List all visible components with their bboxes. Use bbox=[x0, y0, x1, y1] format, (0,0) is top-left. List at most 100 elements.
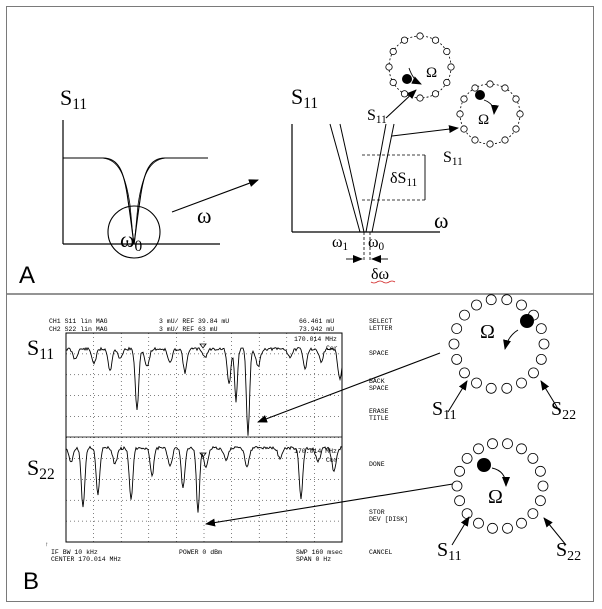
right-plot: S11 ω δS11 ω1 ω0 δω S11 S11 bbox=[291, 84, 463, 284]
ring-bead bbox=[512, 125, 520, 133]
arrow-to-resonator-1 bbox=[385, 89, 417, 119]
ring-bead bbox=[461, 508, 473, 519]
ring-bead bbox=[443, 47, 451, 56]
reference-arrow: ↑ bbox=[45, 541, 49, 548]
ring-bead bbox=[485, 382, 497, 394]
ring-bead bbox=[451, 353, 463, 365]
ring-bead bbox=[487, 522, 498, 534]
ring-bead bbox=[501, 382, 513, 394]
ring-bead bbox=[473, 517, 484, 529]
ring-bead bbox=[527, 452, 539, 464]
ring-bead bbox=[431, 90, 440, 98]
ring-bead bbox=[454, 495, 466, 507]
branch-right-inner bbox=[365, 123, 387, 233]
resonator-a2: Ω bbox=[456, 80, 524, 148]
ring-bead bbox=[451, 480, 463, 492]
ring-bead bbox=[416, 32, 424, 40]
ring-bead bbox=[416, 94, 424, 102]
softkey-label[interactable]: DONE bbox=[369, 461, 385, 468]
left-plot: S11 ω ω0 bbox=[60, 85, 259, 259]
left-x-axis-label: ω bbox=[197, 203, 211, 228]
ring-bead bbox=[389, 47, 397, 56]
network-analyzer-screen: CH1 S11 lin MAG 3 mU/ REF 39.84 mU 66.46… bbox=[45, 318, 408, 563]
right-x-axis-label: ω bbox=[434, 208, 448, 233]
ring-bead bbox=[459, 367, 470, 379]
ring-bead bbox=[385, 63, 393, 71]
softkey-label[interactable]: CANCEL bbox=[369, 549, 393, 556]
ring-bead bbox=[459, 309, 470, 321]
ring-bead bbox=[535, 495, 546, 507]
ring-bead bbox=[516, 443, 527, 455]
panel-b: B S11 S22 CH1 S11 lin MAG 3 mU/ REF 39.8… bbox=[23, 294, 581, 595]
ring-bead bbox=[451, 323, 463, 335]
ring-bead bbox=[527, 508, 539, 519]
ring-bead bbox=[502, 522, 513, 534]
ring-bead bbox=[443, 78, 451, 87]
resonator-a2-omega: Ω bbox=[478, 112, 489, 128]
resonator-b1-beads bbox=[448, 294, 550, 394]
footer-ifbw: IF BW 10 kHz bbox=[51, 549, 98, 556]
ring-bead bbox=[454, 465, 466, 477]
ring-bead bbox=[502, 438, 513, 450]
resonator-a2-rotation-arrow bbox=[483, 99, 499, 115]
panel-b-label: B bbox=[23, 568, 39, 595]
ring-bead bbox=[485, 294, 497, 306]
ring-bead bbox=[538, 338, 550, 350]
right-y-axis-label: S11 bbox=[291, 84, 318, 112]
resonator-b1-port-right-label: S22 bbox=[551, 398, 576, 423]
ring-bead bbox=[501, 294, 513, 306]
trace-label-s11: S11 bbox=[27, 335, 54, 363]
resonance-highlight-circle bbox=[107, 205, 161, 259]
trace-s11 bbox=[65, 346, 343, 436]
omega1-label: ω1 bbox=[332, 234, 348, 253]
footer-center: CENTER 170.014 MHz bbox=[51, 556, 121, 563]
ring-bead bbox=[431, 36, 440, 44]
branch-left-outer bbox=[329, 123, 361, 233]
marker-freq-bottom: 170.014 MHz bbox=[294, 448, 337, 455]
resonator-b1: Ω S11 S22 bbox=[432, 294, 576, 423]
ring-bead bbox=[501, 136, 509, 144]
resonator-2-s-label: S11 bbox=[443, 149, 463, 168]
ring-bead bbox=[400, 36, 409, 44]
left-resonance-curve-2 bbox=[63, 157, 169, 245]
resonator-a1-ring bbox=[388, 35, 452, 99]
ring-bead bbox=[389, 78, 397, 87]
ring-bead bbox=[447, 63, 455, 71]
resonator-a2-rotor bbox=[475, 90, 485, 100]
ring-bead bbox=[471, 136, 479, 144]
ring-bead bbox=[460, 125, 468, 133]
resonator-a1-omega: Ω bbox=[426, 65, 437, 81]
ring-bead bbox=[461, 452, 473, 464]
left-y-axis-label: S11 bbox=[60, 85, 87, 113]
resonator-b2-port-left-label: S11 bbox=[437, 539, 462, 564]
panel-a: A S11 ω ω0 S11 ω bbox=[19, 32, 524, 289]
arrow-s11-dip bbox=[257, 352, 441, 423]
resonator-b2-omega: Ω bbox=[488, 486, 503, 508]
resonator-b1-port-left-arrow bbox=[447, 380, 468, 413]
zoom-arrow bbox=[171, 179, 259, 213]
resonator-a2-ring bbox=[459, 83, 521, 145]
delta-omega-label: δω bbox=[371, 266, 389, 283]
ring-bead bbox=[456, 110, 464, 118]
ring-bead bbox=[535, 353, 547, 365]
delta-s-label: δS11 bbox=[390, 170, 417, 189]
resonator-b2-port-left-arrow bbox=[451, 516, 470, 546]
branch-right-outer bbox=[371, 123, 395, 233]
arrow-to-resonator-2 bbox=[391, 125, 459, 137]
ring-bead bbox=[486, 140, 494, 148]
resonator-b2-beads bbox=[451, 438, 549, 534]
resonator-a2-beads bbox=[456, 80, 524, 148]
panel-a-label: A bbox=[19, 262, 35, 289]
ring-bead bbox=[512, 95, 520, 103]
marker-glyph-bottom bbox=[199, 452, 207, 458]
softkey-label[interactable]: SPACE bbox=[369, 350, 389, 357]
resonator-a1-rotor bbox=[402, 74, 412, 84]
resonator-b1-rotation-arrow bbox=[503, 329, 519, 350]
ring-bead bbox=[471, 84, 479, 92]
resonator-b2-rotation-arrow bbox=[491, 467, 510, 487]
resonator-b1-port-left-label: S11 bbox=[432, 398, 457, 423]
